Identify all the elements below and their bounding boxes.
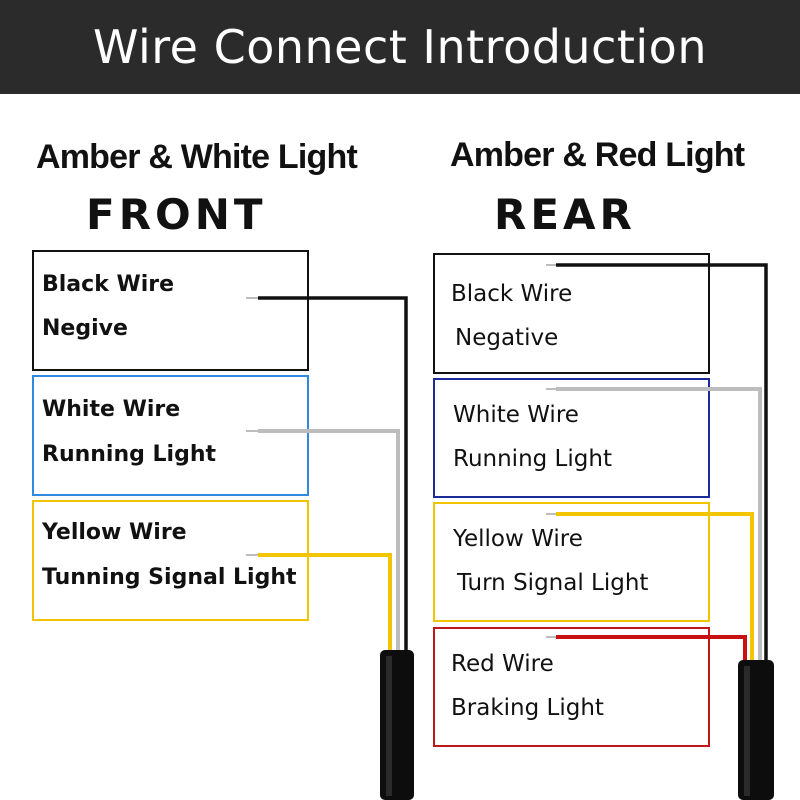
rear-yellow-wire-label: Yellow Wire [453,526,583,552]
front-yellow-function-label: Tunning Signal Light [42,565,297,590]
front-black-function-label: Negive [42,316,128,341]
page-title: Wire Connect Introduction [93,20,707,74]
rear-white-wire-label: White Wire [453,402,579,428]
rear-red-wire-label: Red Wire [451,651,554,677]
rear-box-yellow: Yellow Wire Turn Signal Light [433,502,710,622]
front-white-wire-label: White Wire [42,397,181,422]
rear-red-function-label: Braking Light [451,695,604,721]
rear-title: Amber & Red Light [450,136,745,174]
rear-white-function-label: Running Light [453,446,612,472]
rear-box-red: Red Wire Braking Light [433,627,710,747]
header-banner: Wire Connect Introduction [0,0,800,94]
front-box-yellow: Yellow Wire Tunning Signal Light [32,500,309,621]
front-cable-highlight [386,656,392,796]
front-subtitle: FRONT [86,190,267,239]
front-box-white: White Wire Running Light [32,375,309,496]
front-white-function-label: Running Light [42,442,217,467]
front-cable-sheath [380,650,414,800]
rear-yellow-function-label: Turn Signal Light [457,570,649,596]
rear-cable-sheath [738,660,774,800]
rear-cable-highlight [744,666,750,796]
front-box-black: Black Wire Negive [32,250,309,371]
rear-subtitle: REAR [494,190,636,239]
rear-box-white: White Wire Running Light [433,378,710,498]
front-yellow-wire-label: Yellow Wire [42,520,187,545]
rear-black-wire-label: Black Wire [451,281,573,307]
rear-box-black: Black Wire Negative [433,253,710,374]
front-black-wire-label: Black Wire [42,272,175,297]
front-title: Amber & White Light [36,138,358,176]
rear-black-function-label: Negative [455,325,559,351]
